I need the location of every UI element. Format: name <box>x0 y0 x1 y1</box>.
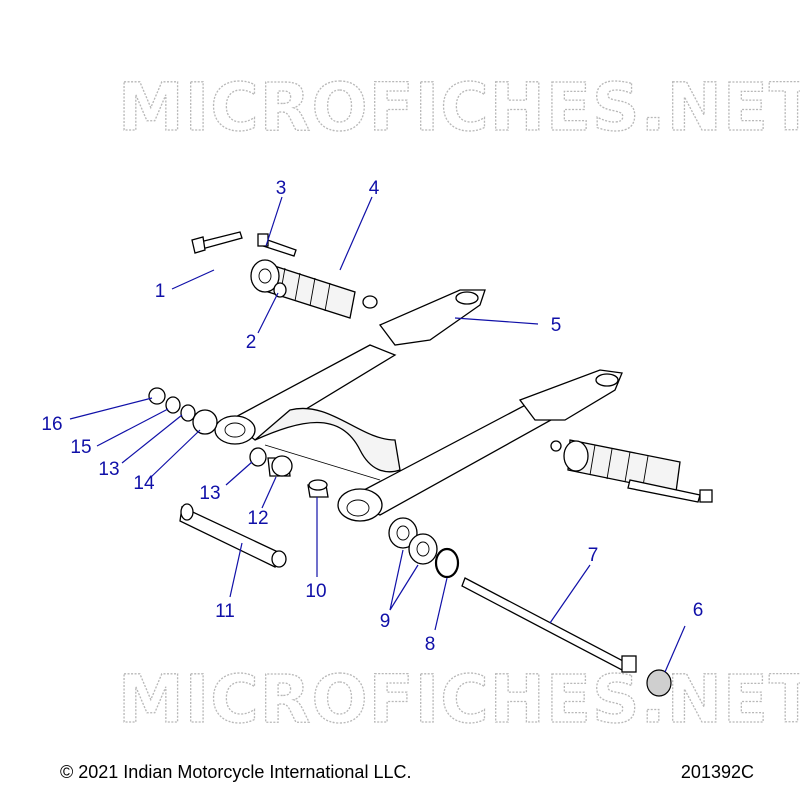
bolt-1 <box>191 231 243 254</box>
callout-1: 1 <box>155 281 166 302</box>
callout-10: 10 <box>305 581 326 602</box>
callout-4: 4 <box>369 178 380 199</box>
pivot-shaft-11 <box>179 503 287 568</box>
nut-16 <box>148 387 166 405</box>
shock-absorber-left <box>250 259 378 319</box>
callout-16: 16 <box>41 414 62 435</box>
callout-9: 9 <box>380 611 391 632</box>
callout-13-left: 13 <box>98 459 119 480</box>
copyright-notice: © 2021 Indian Motorcycle International L… <box>60 762 412 782</box>
cap-6 <box>646 669 672 697</box>
axle-7 <box>461 577 637 673</box>
seal-13-left <box>180 404 196 422</box>
leader-lines <box>69 196 686 673</box>
watermark-top: MICROFICHES.NET <box>118 69 800 146</box>
swingarm <box>214 289 623 522</box>
shock-absorber-right <box>550 439 713 503</box>
callout-3: 3 <box>276 178 287 199</box>
callout-14: 14 <box>133 473 155 494</box>
washer-2 <box>273 282 287 298</box>
seal-13-center <box>249 447 267 467</box>
callout-7: 7 <box>588 545 599 566</box>
callout-11: 11 <box>215 601 235 622</box>
callout-13-center: 13 <box>199 483 220 504</box>
diagram-id: 201392C <box>680 762 754 782</box>
bearings-9 <box>388 517 438 565</box>
callout-6: 6 <box>693 600 704 621</box>
circlip-8 <box>434 547 460 579</box>
callout-5: 5 <box>551 315 562 336</box>
watermark-bottom: MICROFICHES.NET <box>118 661 800 738</box>
bolt-3 <box>257 233 297 257</box>
callout-12: 12 <box>247 508 268 529</box>
callout-2: 2 <box>246 332 257 353</box>
washer-15 <box>165 396 181 414</box>
callout-15: 15 <box>70 437 91 458</box>
bushing-14 <box>192 409 218 435</box>
callout-numbers: 1 2 3 4 5 16 15 13 14 13 12 11 10 9 8 7 … <box>41 178 703 655</box>
callout-8: 8 <box>425 634 436 655</box>
